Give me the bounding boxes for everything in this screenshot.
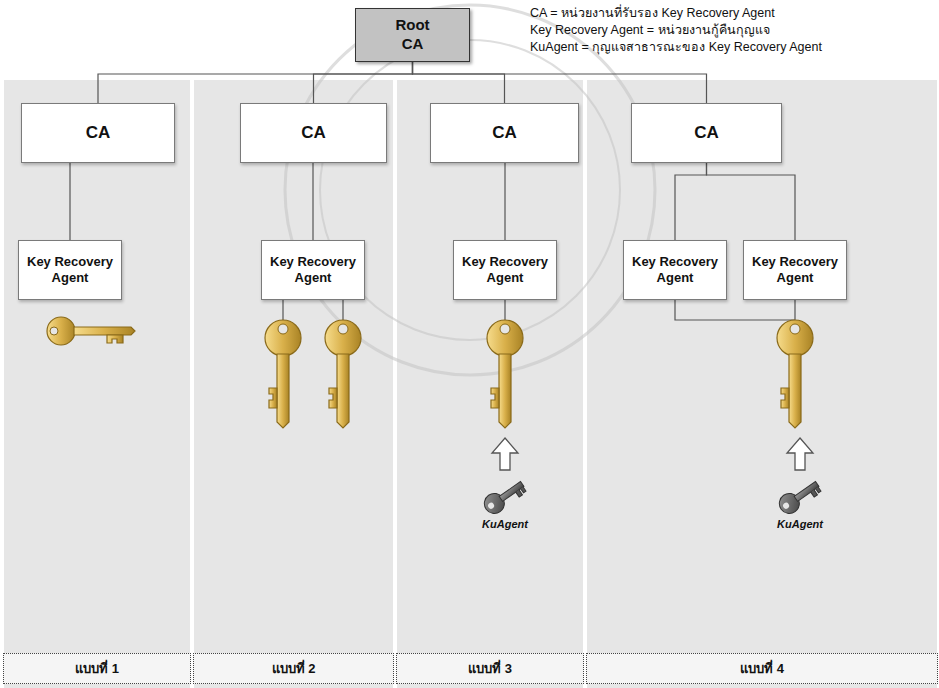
column-band (194, 80, 393, 688)
definition-note: CA = หน่วยงานที่รับรอง Key Recovery Agen… (530, 5, 775, 21)
node-text: Root CA (395, 16, 429, 54)
node-text: Key Recovery Agent (266, 254, 360, 287)
mode-label-box: แบบที่ 4 (586, 653, 938, 684)
column-bands (4, 80, 937, 688)
agent-box: Key Recovery Agent (453, 240, 557, 300)
ca-box: CA (21, 103, 175, 163)
node-text: CA (245, 123, 382, 143)
watermark-seal (285, 5, 655, 375)
connector-line (707, 163, 796, 240)
text-holder: CA (26, 123, 170, 143)
bracket-line (675, 300, 795, 320)
ca-box: CA (631, 103, 782, 163)
column-band (4, 80, 190, 688)
text-holder: Key Recovery Agent (23, 254, 117, 287)
text-holder: แบบที่ 1 (8, 658, 186, 679)
connector-line (98, 62, 413, 103)
definition-note: KuAgent = กุญแจสาธารณะของ Key Recovery A… (530, 39, 822, 55)
node-text: Key Recovery Agent (748, 254, 842, 287)
key-icon (325, 320, 361, 428)
mode-label-box: แบบที่ 3 (396, 653, 584, 684)
key-icon (777, 320, 813, 428)
seal-ring (285, 5, 655, 375)
connector-line (413, 62, 505, 103)
node-text: CA (26, 123, 170, 143)
ca-box: CA (240, 103, 387, 163)
text-holder: Key Recovery Agent (628, 254, 722, 287)
agent-box: Key Recovery Agent (743, 240, 847, 300)
node-text: CA (435, 123, 574, 143)
public-key-icon (775, 476, 823, 518)
key-caption: KuAgent (777, 517, 823, 531)
text-holder: Key Recovery Agent (748, 254, 842, 287)
node-text: Key Recovery Agent (628, 254, 722, 287)
node-text: Key Recovery Agent (458, 254, 552, 287)
node-text: แบบที่ 3 (401, 658, 579, 679)
key-icon (265, 320, 301, 428)
text-holder: แบบที่ 3 (401, 658, 579, 679)
column-band (397, 80, 583, 688)
node-text: แบบที่ 2 (198, 658, 389, 679)
connector-line (314, 62, 413, 103)
text-holder: CA (636, 123, 777, 143)
hanger-line (282, 300, 283, 320)
connector-line (504, 163, 505, 240)
text-holder: แบบที่ 2 (198, 658, 389, 679)
text-holder: CA (245, 123, 382, 143)
key-icon (487, 320, 523, 428)
seal-ring (320, 40, 620, 340)
node-text: แบบที่ 4 (591, 658, 933, 679)
connector-line (312, 163, 313, 240)
node-text: CA (636, 123, 777, 143)
text-holder: แบบที่ 4 (591, 658, 933, 679)
up-arrow (492, 438, 518, 470)
agent-box: Key Recovery Agent (18, 240, 122, 300)
text-holder: Key Recovery Agent (266, 254, 360, 287)
agent-box: Key Recovery Agent (261, 240, 365, 300)
key-caption: KuAgent (482, 517, 528, 531)
mode-label-box: แบบที่ 1 (3, 653, 191, 684)
connector-line (69, 163, 70, 240)
connector-line (413, 62, 707, 103)
ca-box: CA (430, 103, 579, 163)
connector-line (675, 163, 707, 240)
key-hangers (283, 300, 795, 320)
node-text: แบบที่ 1 (8, 658, 186, 679)
column-band (587, 80, 937, 688)
hanger-line (504, 300, 505, 320)
text-holder: Key Recovery Agent (458, 254, 552, 287)
text-holder: CA (435, 123, 574, 143)
key-icon (47, 317, 135, 345)
mode-label-box: แบบที่ 2 (193, 653, 394, 684)
agent-box: Key Recovery Agent (623, 240, 727, 300)
root-ca-box: Root CA (355, 8, 470, 62)
hanger-line (342, 300, 343, 320)
text-holder: Root CA (360, 16, 465, 54)
node-text: Key Recovery Agent (23, 254, 117, 287)
public-key-icon (480, 476, 528, 518)
definition-note: Key Recovery Agent = หน่วยงานกู้คืนกุญแจ (530, 22, 770, 38)
up-arrow (787, 438, 813, 470)
